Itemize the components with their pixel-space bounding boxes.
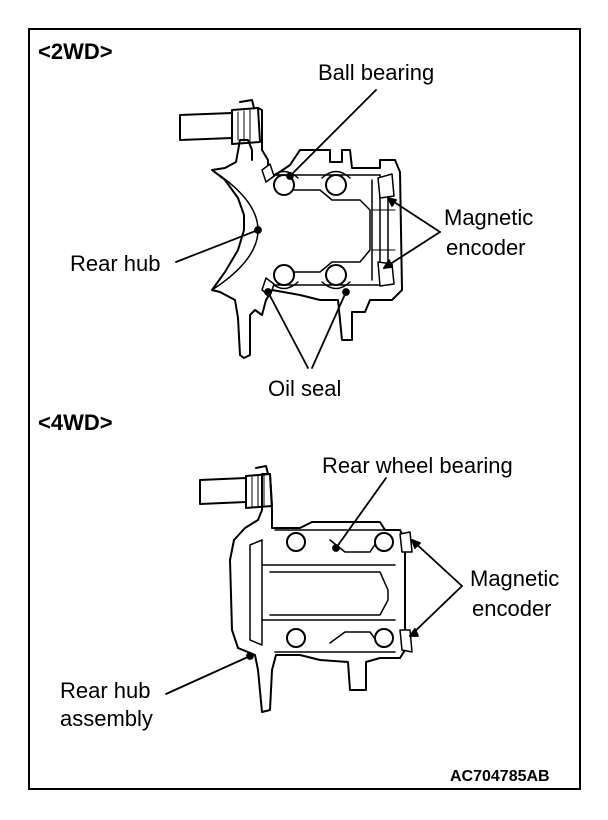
- ball-2wd-upper-left: [273, 174, 295, 196]
- hub-bolt-2wd: [179, 99, 261, 145]
- figure-code: AC704785AB: [450, 768, 550, 785]
- leader-rear-hub-assembly: [165, 655, 251, 695]
- rear-hub-assembly-4wd: [229, 473, 406, 713]
- leader-rear-hub: [175, 229, 259, 263]
- ball-4wd-upper-left: [286, 532, 306, 552]
- leader-encoder-lower-4wd: [409, 585, 463, 637]
- ball-2wd-upper-right: [325, 174, 347, 196]
- label-rear-hub-assembly-line2: assembly: [60, 706, 153, 731]
- leader-encoder-upper-4wd: [411, 539, 463, 587]
- heading-2wd: <2WD>: [38, 39, 113, 64]
- leaders-4wd: [165, 477, 463, 695]
- label-rear-hub: Rear hub: [70, 251, 161, 276]
- label-rear-hub-assembly-line1: Rear hub: [60, 678, 151, 703]
- leaders-2wd: [175, 89, 441, 369]
- hub-2wd-drawing: [179, 99, 403, 359]
- leader-encoder-upper: [387, 197, 441, 233]
- figure-frame: [28, 28, 581, 790]
- ball-4wd-lower-left: [286, 628, 306, 648]
- leader-oil-seal-right: [311, 291, 347, 369]
- leader-encoder-lower: [383, 231, 441, 269]
- ball-4wd-upper-right: [374, 532, 394, 552]
- label-magnetic-encoder-4wd-line1: Magnetic: [470, 566, 560, 591]
- label-rear-wheel-bearing: Rear wheel bearing: [322, 453, 513, 478]
- rear-hub-flange-2wd: [211, 107, 403, 359]
- label-magnetic-encoder-2wd-line2: encoder: [446, 235, 526, 260]
- ball-2wd-lower-left: [273, 264, 295, 286]
- ball-4wd-lower-right: [374, 628, 394, 648]
- label-magnetic-encoder-4wd-line2: encoder: [472, 596, 552, 621]
- label-oil-seal: Oil seal: [268, 376, 342, 401]
- leader-ball-bearing: [289, 89, 377, 177]
- label-magnetic-encoder-2wd-line1: Magnetic: [444, 205, 534, 230]
- leader-oil-seal-left: [267, 291, 309, 369]
- heading-4wd: <4WD>: [38, 410, 113, 435]
- label-ball-bearing: Ball bearing: [318, 60, 435, 85]
- hub-4wd-drawing: [199, 465, 413, 713]
- leader-rear-wheel-bearing: [335, 477, 387, 549]
- ball-2wd-lower-right: [325, 264, 347, 286]
